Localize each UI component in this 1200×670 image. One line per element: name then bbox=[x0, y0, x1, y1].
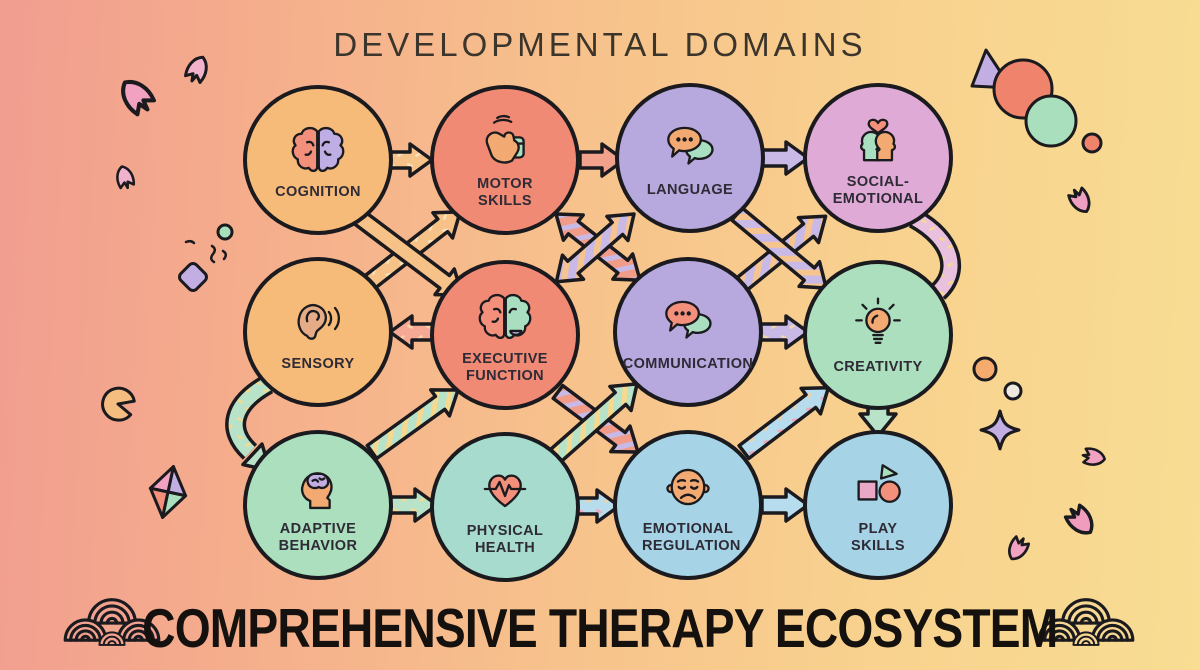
node-label: ADAPTIVE BEHAVIOR bbox=[278, 521, 358, 554]
node-label: SOCIAL-EMOTIONAL bbox=[832, 174, 924, 207]
arrow-language-to-creativity bbox=[730, 206, 829, 290]
footer-title: COMPREHENSIVE THERAPY ECOSYSTEM bbox=[142, 597, 1058, 659]
arrow-language-to-social-emotional bbox=[760, 140, 810, 176]
arrow-adaptive-behavior-to-executive-function bbox=[365, 388, 460, 461]
node-cognition: COGNITION bbox=[243, 85, 393, 235]
arrow-emotional-regulation-to-creativity bbox=[737, 386, 831, 461]
squiggle-decoration bbox=[221, 249, 227, 261]
node-label: COMMUNICATION bbox=[622, 356, 754, 373]
node-label: LANGUAGE bbox=[646, 182, 734, 199]
node-motor-skills: MOTOR SKILLS bbox=[430, 85, 580, 235]
node-creativity: CREATIVITY bbox=[803, 260, 953, 410]
node-label: PHYSICAL HEALTH bbox=[466, 523, 544, 556]
heart-pulse-icon bbox=[483, 474, 527, 508]
node-play-skills: PLAY SKILLS bbox=[803, 430, 953, 580]
arrow-physical-health-to-communication bbox=[545, 382, 639, 466]
dot-decoration bbox=[216, 223, 234, 241]
speech-bubbles-icon bbox=[667, 127, 714, 166]
node-label: MOTOR SKILLS bbox=[477, 176, 533, 209]
faces-heart-icon bbox=[859, 118, 897, 162]
brain-icon bbox=[478, 294, 532, 340]
head-brain-icon bbox=[300, 472, 333, 510]
arrow-motor-skills-to-language bbox=[578, 142, 626, 178]
speech-bubbles-icon bbox=[665, 301, 712, 340]
node-physical-health: PHYSICAL HEALTH bbox=[430, 432, 580, 582]
node-label: EMOTIONAL REGULATION bbox=[642, 521, 741, 554]
node-label: EXECUTIVE FUNCTION bbox=[462, 351, 548, 384]
diamond-decoration bbox=[178, 262, 208, 292]
dot-decoration bbox=[972, 356, 998, 382]
wave-ornament bbox=[63, 598, 161, 646]
node-communication: COMMUNICATION bbox=[613, 257, 763, 407]
pac-man-crescent-decoration bbox=[101, 386, 136, 422]
node-label: PLAY SKILLS bbox=[851, 521, 905, 554]
kite-decoration bbox=[148, 465, 188, 519]
squiggle-decoration bbox=[184, 239, 196, 245]
grasping-hand-icon bbox=[485, 115, 525, 164]
squiggle-decoration bbox=[210, 244, 216, 264]
play-shapes-icon bbox=[857, 464, 901, 504]
dot-decoration bbox=[1003, 381, 1023, 401]
arrow-emotional-regulation-to-play-skills bbox=[760, 487, 810, 523]
page-title: DEVELOPMENTAL DOMAINS bbox=[333, 26, 867, 63]
node-social-emotional: SOCIAL-EMOTIONAL bbox=[803, 83, 953, 233]
node-label: CREATIVITY bbox=[833, 359, 923, 376]
node-executive-function: EXECUTIVE FUNCTION bbox=[430, 260, 580, 410]
node-language: LANGUAGE bbox=[615, 83, 765, 233]
node-emotional-regulation: EMOTIONAL REGULATION bbox=[613, 430, 763, 580]
ear-icon bbox=[297, 304, 340, 341]
arrow-executive-function-to-sensory bbox=[388, 314, 436, 350]
sparkle-star-icon bbox=[979, 409, 1021, 451]
arrow-adaptive-behavior-to-physical-health bbox=[388, 487, 439, 523]
arrow-language-executive-function-bidirectional bbox=[554, 212, 636, 284]
arrow-communication-to-creativity bbox=[758, 314, 810, 350]
node-label: COGNITION bbox=[275, 184, 361, 201]
decorations bbox=[63, 48, 1135, 646]
sakura-petal-decorations bbox=[116, 55, 1106, 561]
sad-face-icon bbox=[666, 469, 710, 506]
node-adaptive-behavior: ADAPTIVE BEHAVIOR bbox=[243, 430, 393, 580]
node-label: SENSORY bbox=[281, 356, 355, 373]
shape-cluster-decoration bbox=[970, 48, 1103, 154]
node-sensory: SENSORY bbox=[243, 257, 393, 407]
lightbulb-icon bbox=[855, 297, 901, 345]
wave-ornament bbox=[1037, 598, 1135, 646]
brain-icon bbox=[291, 127, 345, 173]
